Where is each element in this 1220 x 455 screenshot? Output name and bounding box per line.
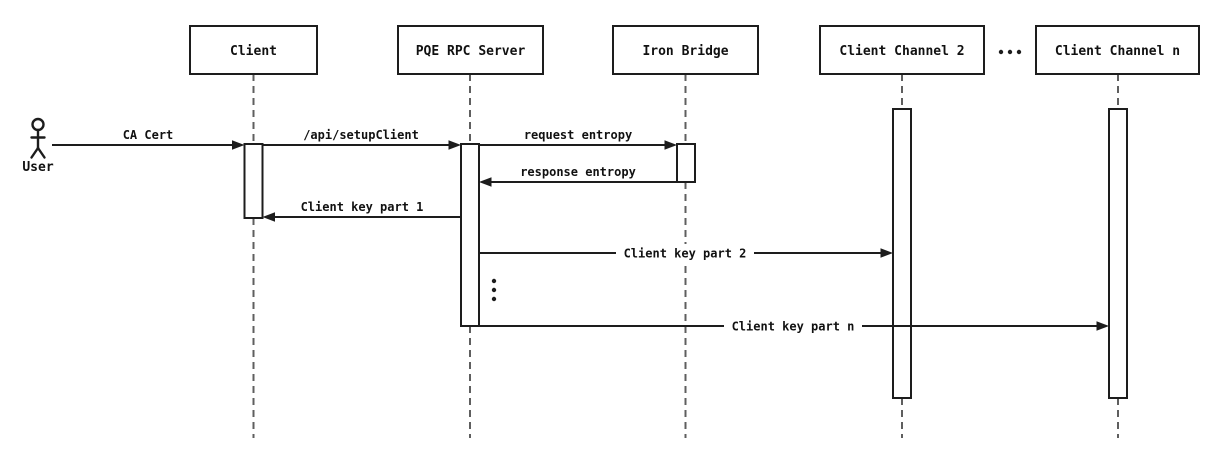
message-labels: CA Cert /api/setupClient request entropy… xyxy=(123,128,855,334)
participant-box-client-channel-2 xyxy=(819,25,985,75)
horizontal-ellipsis-dot xyxy=(1007,49,1013,55)
participant-box-client-channel-n xyxy=(1035,25,1200,75)
message-label-ca-cert: CA Cert xyxy=(123,128,174,142)
participant-title-client: Client xyxy=(230,44,277,59)
arrowhead-api-setupclient xyxy=(448,140,461,150)
participant-title-client-channel-2: Client Channel 2 xyxy=(839,44,964,59)
activation-client xyxy=(243,143,264,219)
message-label-client-key-part-n: Client key part n xyxy=(732,320,855,334)
horizontal-ellipsis-dot xyxy=(998,49,1004,55)
activation-client-channel-n xyxy=(1108,108,1128,399)
stick-figure-leg-right xyxy=(36,146,46,159)
arrowhead-client-key-part-n xyxy=(1096,321,1109,331)
message-label-request-entropy: request entropy xyxy=(524,128,632,142)
stick-figure-head xyxy=(31,117,45,132)
vertical-ellipsis-dot xyxy=(491,296,497,302)
arrowhead-client-key-part-2 xyxy=(880,248,893,258)
arrowhead-client-key-part-1 xyxy=(262,212,275,222)
message-label-client-key-part-2: Client key part 2 xyxy=(624,247,747,261)
participant-title-client-channel-n: Client Channel n xyxy=(1055,44,1180,59)
message-label-client-key-part-1: Client key part 1 xyxy=(301,200,424,214)
message-arrowheads xyxy=(232,140,1109,331)
inline-label-backgrounds xyxy=(616,244,862,335)
message-label-response-entropy: response entropy xyxy=(520,165,636,179)
participant-boxes xyxy=(189,25,1200,75)
arrowhead-request-entropy xyxy=(664,140,677,150)
vertical-ellipsis-icon xyxy=(491,278,497,302)
message-label-api-setupclient: /api/setupClient xyxy=(303,128,419,142)
horizontal-ellipsis-icon xyxy=(998,49,1022,55)
participant-box-pqe-rpc-server xyxy=(397,25,544,75)
stick-figure-leg-left xyxy=(30,146,40,159)
activation-client-channel-2 xyxy=(892,108,912,399)
participant-title-pqe-rpc-server: PQE RPC Server xyxy=(416,44,526,59)
participant-box-client xyxy=(189,25,318,75)
activation-pqe-rpc-server xyxy=(460,143,480,327)
actor-label-user: User xyxy=(22,160,53,175)
label-bg-client-key-part-n xyxy=(724,317,862,335)
horizontal-ellipsis-dot xyxy=(1016,49,1022,55)
participant-title-iron-bridge: Iron Bridge xyxy=(642,44,728,59)
vertical-ellipsis-dot xyxy=(491,287,497,293)
participant-box-iron-bridge xyxy=(612,25,759,75)
participant-titles: Client PQE RPC Server Iron Bridge Client… xyxy=(230,44,1180,59)
arrowhead-ca-cert xyxy=(232,140,245,150)
vertical-ellipsis-dot xyxy=(491,278,497,284)
label-bg-client-key-part-2 xyxy=(616,244,754,262)
arrowhead-response-entropy xyxy=(479,177,492,187)
user-stick-figure-icon xyxy=(30,117,46,159)
actor-user: User xyxy=(22,117,54,175)
activation-iron-bridge xyxy=(676,143,696,183)
